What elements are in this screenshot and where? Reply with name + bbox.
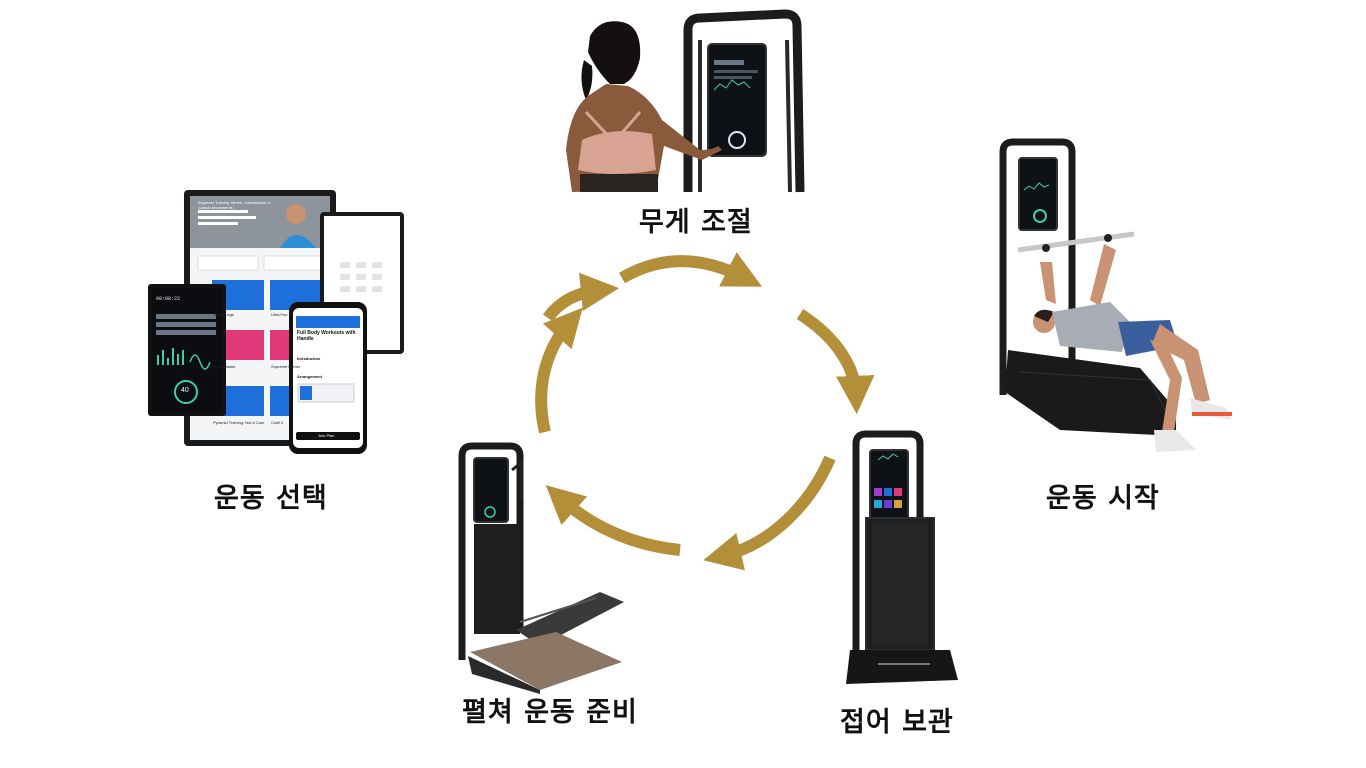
flip-up-panel	[516, 592, 624, 646]
tablet-banner-title: Beginner Training Series - Introduction …	[198, 200, 271, 210]
machine-screen	[1018, 157, 1058, 231]
phone-section: Introduction	[297, 356, 321, 361]
arrow-unfold-to-select	[535, 307, 583, 434]
tablet-card-title: Ultra Fun	[271, 312, 288, 317]
arrow-top-right	[796, 308, 875, 415]
man-shirt	[1052, 302, 1130, 352]
machine-frame	[683, 9, 805, 193]
step-label-fold: 접어 보관	[840, 707, 954, 738]
step-label-start: 운동 시작	[1046, 483, 1160, 514]
monitor-gauge-value: 40	[181, 387, 189, 394]
tablet-card-title: Craft 3	[271, 420, 284, 425]
machine-screen	[869, 449, 909, 521]
unfolded-machine-photo	[458, 442, 624, 694]
tablet-card-title: Pyramid Training: Not A Cow	[213, 420, 264, 425]
bench-press-photo	[999, 138, 1232, 452]
sports-bra	[578, 131, 656, 174]
wood-deck	[470, 632, 622, 690]
arrow-weight-to-start	[618, 252, 763, 287]
arrow-start-to-fold	[703, 455, 836, 571]
woman-hair	[588, 21, 641, 84]
step-label-select: 운동 선택	[214, 483, 328, 514]
phone-subsection: Arrangement	[297, 374, 322, 379]
weight-adjust-photo	[566, 9, 805, 193]
arrow-select-to-weight	[543, 272, 620, 322]
floor-platform	[1005, 350, 1176, 436]
monitor-readout: 00:00:22	[156, 296, 181, 302]
app-screens	[148, 190, 404, 454]
phone-cta-button: Join Plan	[318, 433, 335, 438]
phone-title: Full Body Workouts with Handle	[297, 330, 356, 342]
cycle-arrows	[535, 252, 875, 571]
tablet-card-title: Toned Legs	[213, 312, 234, 317]
step-label-weight: 무게 조절	[639, 207, 753, 238]
machine-screen	[473, 457, 509, 523]
arrow-fold-to-unfold	[545, 485, 681, 556]
folded-machine-photo	[846, 430, 958, 684]
barbell	[1017, 231, 1135, 253]
tablet-card-title: Supreme Burner	[271, 364, 301, 369]
step-label-unfold: 펼쳐 운동 준비	[462, 697, 638, 728]
tablet-card-title: Body Blaster	[213, 364, 236, 369]
